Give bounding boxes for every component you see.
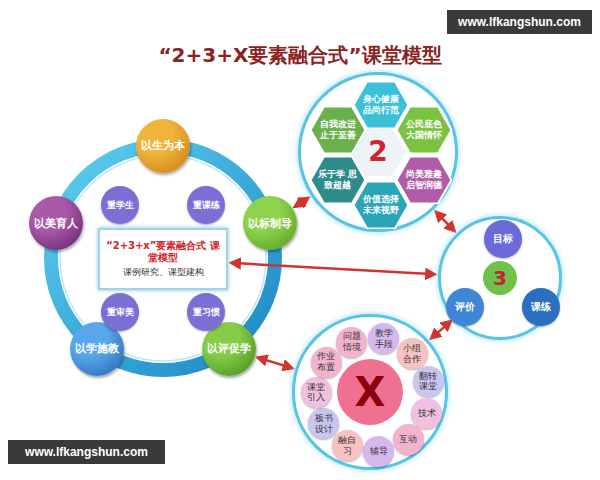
hexagon-fill [397, 156, 452, 203]
loop-element-circle: 评价 [446, 288, 484, 326]
node-text: 互动 [399, 434, 417, 445]
node-subtext: 课例研究、课型建构 [123, 267, 204, 278]
node-text: 翻转课堂 [418, 371, 438, 393]
method-circle: 课堂引入 [301, 377, 332, 408]
node-text: 重习惯 [193, 307, 220, 318]
double-arrow [436, 212, 455, 232]
node-text: “2+3+x”要素融合式 课堂模型 [106, 240, 220, 264]
node-text: 课练 [531, 301, 551, 313]
node-text: 以评促学 [207, 342, 251, 355]
node-text: 以美育人 [34, 217, 78, 230]
method-circle: 翻转课堂 [413, 366, 444, 397]
node-text: 以标制导 [248, 217, 292, 230]
node-text: 重学生 [107, 200, 134, 211]
node-text: 重审美 [107, 307, 134, 318]
node-text: 课堂引入 [306, 382, 326, 404]
node-text: X [337, 359, 403, 425]
loop-element-circle: 目标 [484, 220, 522, 258]
node-text: 技术 [418, 408, 436, 419]
node-text: 目标 [493, 233, 513, 245]
node-text: 辅导 [370, 446, 388, 457]
hexagon-fill [310, 106, 365, 153]
node-text: 以学施教 [75, 342, 119, 355]
node-text: 尚美雅趣 启智润德 [404, 169, 444, 191]
double-arrow [258, 357, 293, 368]
method-circle: 作业布置 [311, 347, 342, 378]
teaching-loop-circle: 3 目标评价 课练 [438, 216, 562, 340]
literacy-hexagon: 乐于学 思致超越 [310, 156, 366, 204]
hexagon-fill [310, 156, 365, 203]
double-arrow [295, 198, 309, 207]
hexagon-fill [354, 81, 409, 128]
flexible-elements-circle: X 问题情境教学手段小组合作翻转课堂技术互动辅导 融自习板书设计 课堂引入 作业布置 [292, 314, 448, 470]
watermark: www.lfkangshun.com [447, 10, 592, 34]
method-circle: 融自习 [332, 430, 363, 461]
emphasis-circle: 重习惯 [187, 293, 225, 331]
method-circle: 小组合作 [397, 338, 428, 369]
method-circle: 互动 [393, 424, 424, 455]
method-circle: 问题情境 [336, 327, 367, 358]
watermark: www.lfkangshun.com [8, 440, 165, 464]
literacy-hexagon: 公民底色 大国情怀 [396, 106, 452, 154]
hexagon-fill [354, 181, 409, 228]
node-text: 以生为本 [141, 139, 185, 152]
node-text: 身心健康 品尚行范 [361, 94, 401, 116]
core-principle-sphere: 以美育人 [29, 196, 83, 250]
core-literacy-circle: 2身心健康 品尚行范公民底色 大国情怀尚美雅趣 启智润德价值选择 未来视野乐于学… [298, 72, 458, 232]
emphasis-circle: 重学生 [101, 186, 139, 224]
node-text: 小组合作 [402, 343, 422, 365]
node-text: 融自习 [337, 435, 357, 457]
node-text: 重课练 [193, 200, 220, 211]
double-arrow [231, 263, 435, 275]
node-text: 评价 [455, 301, 475, 313]
hexagon-fill [397, 106, 452, 153]
node-text: 问题情境 [342, 331, 362, 353]
node-text: 板书设计 [314, 413, 334, 435]
loop-element-circle: 课练 [522, 288, 560, 326]
literacy-hexagon: 自我改进 止于至善 [310, 106, 366, 154]
core-principle-sphere: 以标制导 [243, 196, 297, 250]
node-text: 价值选择 未来视野 [361, 194, 401, 216]
method-circle: 教学手段 [368, 323, 399, 354]
method-circle: 技术 [411, 398, 442, 429]
emphasis-circle: 重审美 [101, 293, 139, 331]
model-center-box: “2+3+x”要素融合式 课堂模型课例研究、课型建构 [98, 228, 228, 290]
node-text: 教学手段 [374, 328, 394, 350]
core-principle-sphere: 以生为本 [136, 119, 190, 173]
node-text: 3 [483, 261, 517, 295]
node-text: 自我改进 止于至善 [318, 119, 358, 141]
node-text: 作业布置 [316, 351, 336, 373]
emphasis-circle: 重课练 [187, 186, 225, 224]
method-circle: 辅导 [363, 436, 394, 467]
double-arrow [431, 321, 451, 339]
node-text: 乐于学 思致超越 [318, 169, 358, 191]
diagram-title: “2+3+X要素融合式”课堂模型 [158, 42, 441, 69]
method-circle: 板书设计 [308, 408, 339, 439]
node-text: 公民底色 大国情怀 [404, 119, 444, 141]
